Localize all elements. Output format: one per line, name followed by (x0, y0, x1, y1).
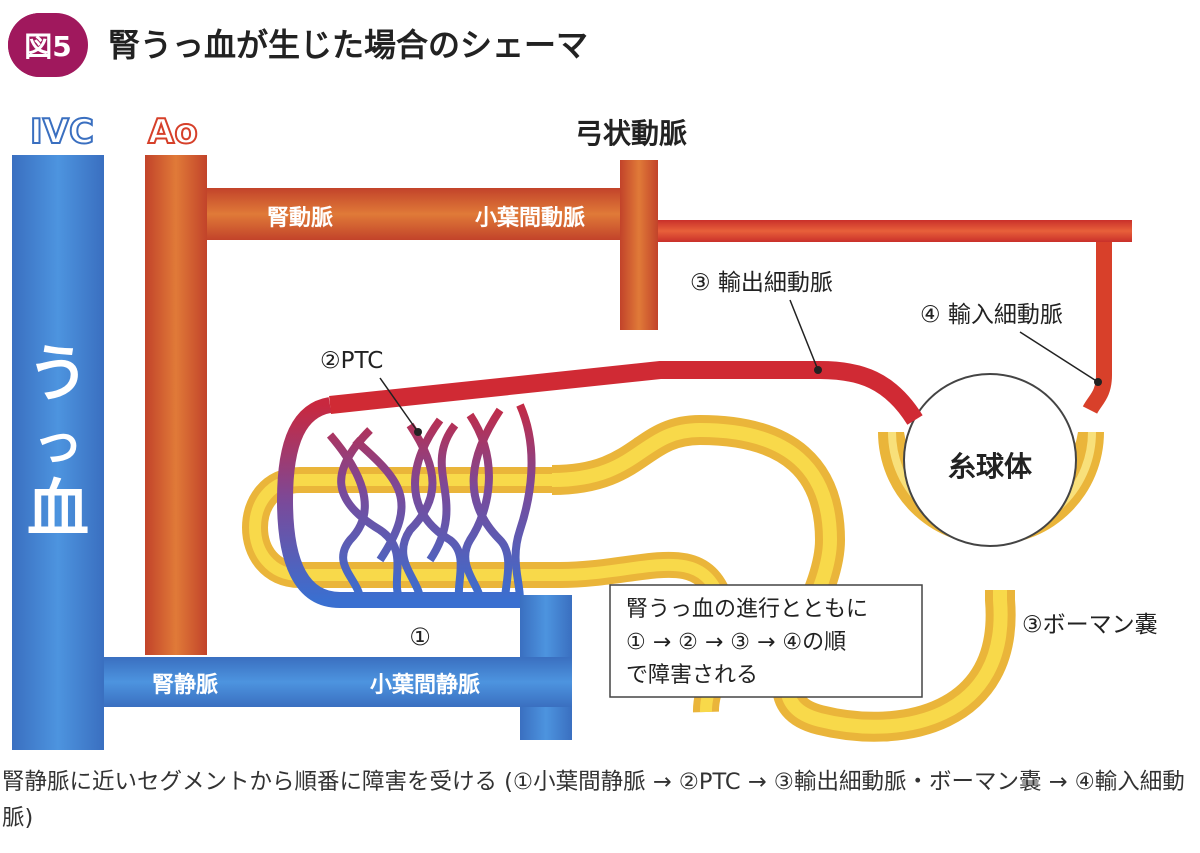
note-line-3: で障害される (626, 663, 758, 688)
ptc-leader-dot (414, 428, 422, 436)
glomerulus (903, 373, 1077, 547)
efferent-leader-dot (814, 366, 822, 374)
ptc-capillary-network (326, 403, 536, 602)
arcuate-artery-label: 弓状動脈 (575, 117, 687, 150)
note-line-1: 腎うっ血の進行とともに (626, 597, 868, 622)
afferent-leader (1019, 331, 1099, 383)
renal-artery (180, 188, 640, 240)
ptc-label: ②PTC (320, 348, 383, 374)
efferent-arteriole (329, 361, 923, 425)
bowman-label: ③ボーマン嚢 (1022, 612, 1158, 638)
interlobular-vein-number: ① (409, 623, 431, 651)
congestion-text: う っ 血 (27, 337, 89, 545)
congestion-char-2: っ (33, 414, 83, 472)
afferent-arteriole (1082, 232, 1112, 414)
renal-vein-label: 腎静脈 (152, 672, 218, 698)
ptc-leader (379, 377, 419, 433)
ao-label: Ao (148, 112, 198, 152)
afferent-arteriole-label: ④ 輸入細動脈 (920, 302, 1063, 328)
interlobular-artery-branch (640, 220, 1132, 242)
figure-caption: 腎静脈に近いセグメントから順番に障害を受ける (①小葉間静脈 → ②PTC → … (2, 769, 1185, 831)
note-line-2: ① → ② → ③ → ④の順 (626, 630, 846, 655)
ivc (12, 155, 104, 750)
renal-vein (80, 657, 572, 707)
note-box: 腎うっ血の進行とともに ① → ② → ③ → ④の順 で障害される (609, 584, 923, 698)
interlobular-vein-label: 小葉間静脈 (370, 672, 480, 698)
arcuate-artery (620, 160, 658, 330)
figure-header: 図5 腎うっ血が生じた場合のシェーマ (8, 13, 588, 77)
figure-badge-text: 図5 (24, 30, 71, 63)
ptc-envelope (276, 397, 520, 608)
ivc-label: IVC (30, 112, 94, 152)
efferent-leader (789, 299, 819, 371)
figure-title: 腎うっ血が生じた場合のシェーマ (108, 26, 588, 64)
renal-artery-label: 腎動脈 (267, 206, 333, 231)
figure-badge (8, 13, 88, 77)
congestion-char-3: 血 (27, 472, 89, 545)
efferent-arteriole-label: ③ 輸出細動脈 (690, 270, 833, 296)
congestion-char-1: う (27, 337, 89, 410)
aorta (145, 155, 207, 655)
glomerulus-label: 糸球体 (948, 450, 1033, 483)
afferent-leader-dot (1094, 378, 1102, 386)
interlobular-artery-label: 小葉間動脈 (475, 206, 585, 231)
